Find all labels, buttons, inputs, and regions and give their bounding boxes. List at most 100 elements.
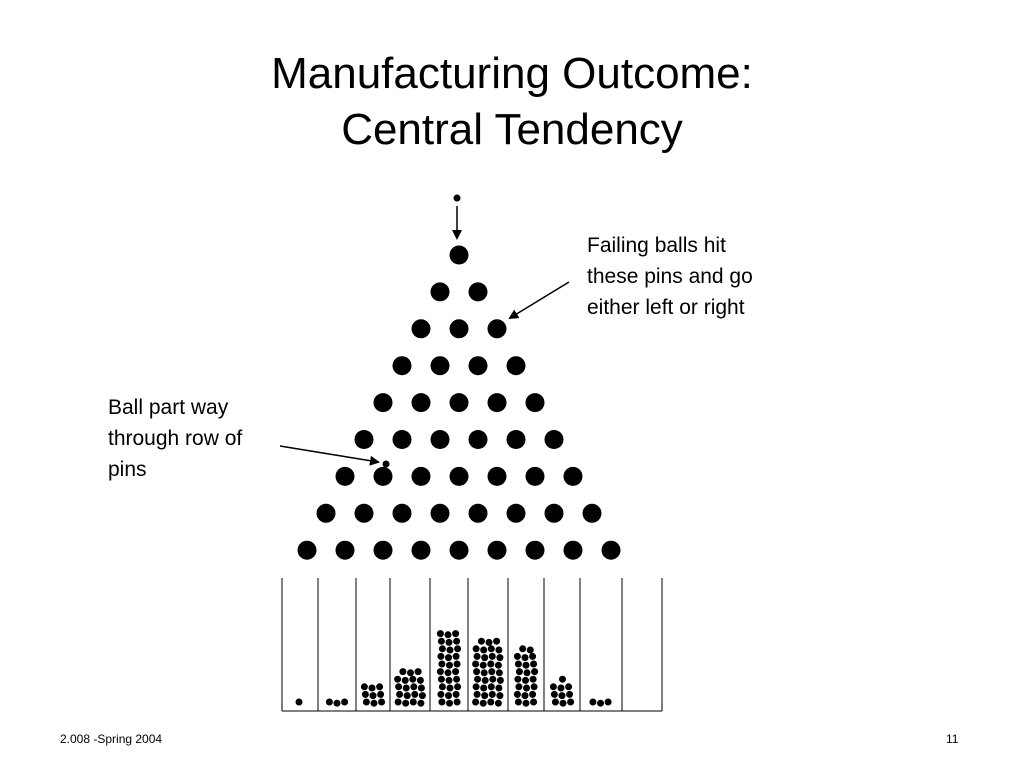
collected-ball-bin-5 [445,654,452,662]
pin-row-5-1 [373,393,393,413]
collected-ball-bin-7 [530,698,538,706]
collected-ball-bin-7 [529,675,537,683]
collected-ball-bin-2 [341,698,349,706]
collected-ball-bin-6 [472,683,480,691]
pin-row-6-3 [430,430,450,449]
collected-ball-bin-5 [444,669,452,677]
collected-ball-bin-7 [522,676,529,684]
falling-ball-midway [382,460,390,468]
ball-callout-text: Ball part way through row of pins [108,392,242,485]
collected-ball-bin-4 [411,690,419,698]
collected-ball-bin-3 [360,683,368,691]
slide-title-line-2: Central Tendency [341,105,683,154]
collected-ball-bin-5 [452,690,460,698]
collected-ball-bin-6 [480,646,488,654]
pin-row-9-7 [525,540,545,560]
collected-ball-bin-6 [495,669,503,677]
collected-ball-bin-7 [529,690,537,698]
collected-ball-bin-7 [530,683,538,691]
pin-row-9-2 [335,540,355,560]
pin-row-8-5 [468,503,488,523]
collected-ball-bin-6 [473,668,481,676]
collected-ball-bin-6 [496,654,504,662]
ball-callout-line-1: Ball part way [108,396,229,419]
collected-ball-bin-5 [437,637,445,645]
collected-ball-bin-3 [377,690,385,698]
pin-row-7-5 [487,466,507,486]
collected-ball-bin-7 [515,668,523,676]
collected-ball-bin-7 [514,698,522,706]
collected-ball-bin-4 [396,690,404,698]
collected-ball-bin-7 [522,661,530,669]
collected-ball-bin-6 [474,675,482,683]
collected-ball-bin-5 [436,630,444,638]
collected-ball-bin-3 [362,698,370,706]
collected-ball-bin-8 [559,699,567,707]
collected-ball-bin-7 [514,660,522,668]
collected-ball-bin-5 [453,698,461,706]
collected-ball-bin-5 [444,631,452,639]
collected-ball-bin-4 [394,675,402,683]
collected-ball-bin-7 [521,692,529,700]
collected-ball-bin-6 [487,660,495,668]
pins-callout-line-1: Failing balls hit [587,234,726,257]
collected-ball-bin-3 [378,698,386,706]
collected-ball-bin-4 [394,698,402,706]
collected-ball-bin-4 [409,675,417,683]
collected-ball-bin-5 [454,645,462,653]
collected-ball-bin-7 [513,652,521,660]
collected-ball-bin-5 [438,683,446,691]
collected-ball-bin-6 [495,684,503,692]
pin-row-5-4 [487,393,507,413]
pin-row-4-2 [430,356,450,376]
collected-ball-bin-4 [407,669,414,677]
collected-ball-bin-8 [566,690,574,698]
pin-row-8-8 [582,503,602,523]
collected-ball-bin-5 [437,652,445,660]
collected-ball-bin-5 [453,637,461,645]
pin-row-6-5 [506,430,526,449]
collected-ball-bin-5 [438,698,446,706]
collected-ball-bin-5 [445,676,453,684]
pin-row-3-1 [411,319,431,339]
collected-ball-bin-6 [477,637,485,645]
collected-ball-bin-6 [472,660,480,668]
collected-ball-bin-6 [488,652,496,660]
pin-row-5-5 [525,393,545,413]
collected-ball-bin-4 [410,683,418,691]
collected-ball-bin-3 [369,692,377,700]
pins-group [297,245,621,560]
collected-ball-bin-5 [437,690,445,698]
collected-ball-bin-5 [446,684,454,692]
pins-callout-text: Failing balls hit these pins and go eith… [587,230,753,323]
collected-ball-bin-7 [531,668,539,676]
pin-row-6-2 [392,430,412,449]
collected-ball-bin-6 [485,638,493,646]
pin-row-4-3 [468,356,488,376]
pin-row-9-1 [297,540,317,560]
collected-ball-bin-6 [473,652,481,660]
collected-ball-bin-5 [436,668,444,676]
collected-ball-bin-6 [495,646,503,654]
collected-ball-bin-6 [496,692,504,700]
collected-ball-bin-4 [395,683,403,691]
collected-ball-bin-4 [418,692,426,700]
collected-ball-bin-4 [417,684,425,692]
collected-ball-bin-7 [526,646,534,654]
ball-callout-line-2: through row of [108,427,243,450]
footer-page-number: 11 [946,732,959,746]
collected-ball-bin-7 [523,684,530,692]
collected-ball-bin-8 [567,698,575,706]
collected-ball-bin-6 [472,698,480,706]
pin-row-8-1 [316,503,336,523]
pin-row-8-2 [354,503,374,523]
pin-row-6-4 [468,430,488,449]
pin-row-7-2 [373,466,393,486]
pins-callout-line-2: these pins and go [587,265,753,288]
pin-row-8-3 [392,503,412,523]
pin-row-8-7 [544,503,564,523]
collected-ball-bin-5 [452,652,460,660]
collected-ball-bin-4 [399,668,407,676]
collected-ball-bin-5 [453,675,461,683]
